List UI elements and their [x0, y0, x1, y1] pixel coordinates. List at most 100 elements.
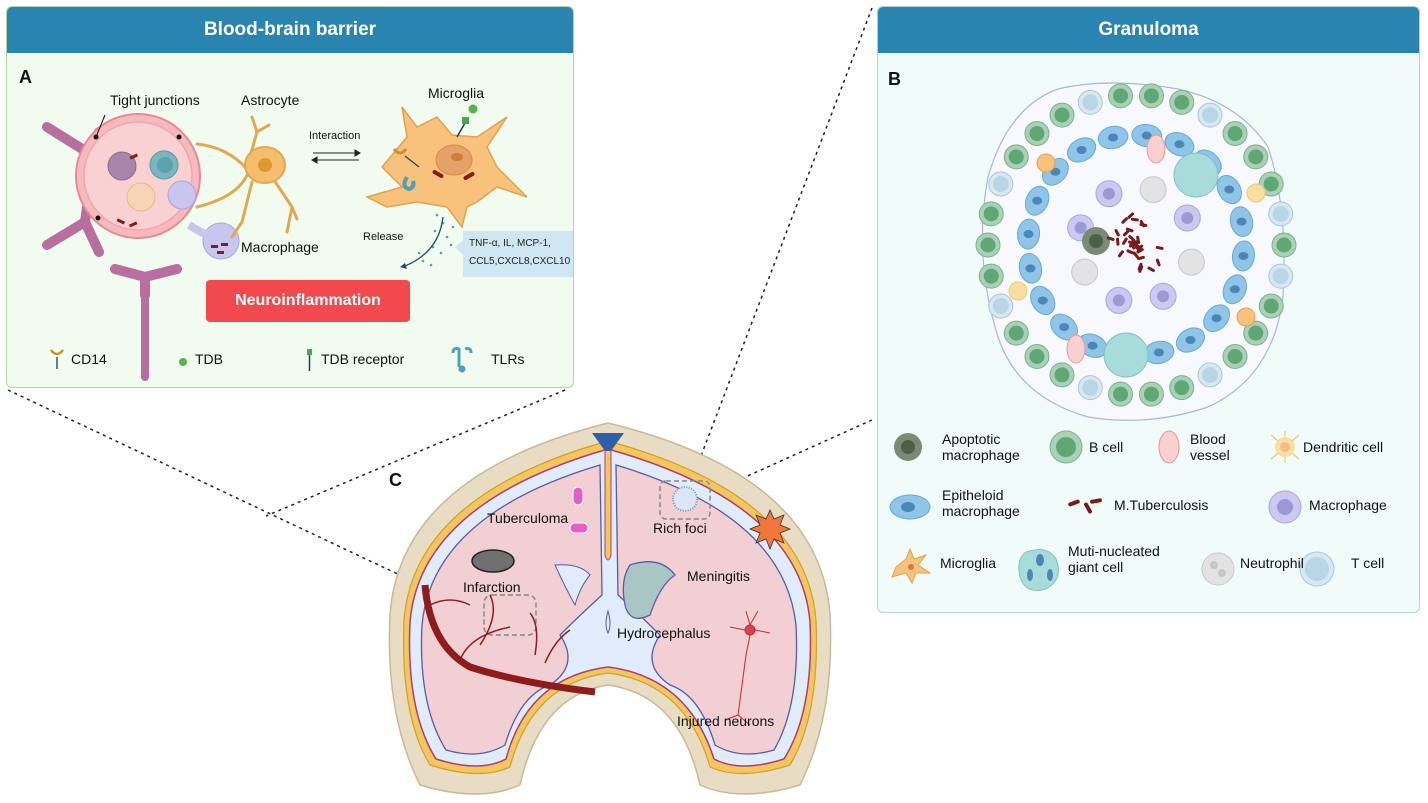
b-cell-nucleus — [1228, 349, 1243, 364]
neutrophil — [1140, 177, 1166, 203]
label-astrocyte: Astrocyte — [241, 92, 299, 108]
label-interaction: Interaction — [309, 130, 360, 143]
label-injured-neurons: Injured neurons — [677, 713, 774, 729]
dendritic-cell — [1009, 282, 1027, 300]
legend-macrophage: Macrophage — [1309, 497, 1387, 513]
b-cell-nucleus — [984, 269, 999, 284]
t-cell-nucleus — [1202, 107, 1218, 123]
falx-cerebri — [605, 451, 611, 560]
microglia — [1037, 154, 1055, 172]
t-cell-nucleus — [1273, 268, 1289, 284]
release-arrow — [405, 217, 443, 266]
tdb-receptor-on-microglia — [462, 117, 469, 124]
b-cell-nucleus — [1174, 380, 1189, 395]
b-cell-nucleus — [1009, 326, 1024, 341]
blood-vessel-icon — [1159, 431, 1179, 463]
neuroinflammation-badge: Neuroinflammation — [206, 280, 410, 322]
b-cell-nucleus — [1113, 88, 1128, 103]
b-cell-nucleus — [1055, 367, 1070, 382]
epitheloid-nucleus — [1230, 285, 1240, 293]
t-cell-nucleus — [1082, 380, 1098, 396]
connector-a-left — [8, 390, 404, 577]
label-rich-foci: Rich foci — [653, 520, 707, 536]
epitheloid-nucleus — [1212, 314, 1222, 322]
neutrophil-icon — [1202, 553, 1234, 585]
epitheloid-nucleus — [1185, 336, 1195, 344]
epitheloid-nucleus — [1108, 134, 1118, 142]
legend-t-cell: T cell — [1351, 555, 1384, 571]
legend-tdb-receptor-label: TDB receptor — [321, 351, 404, 367]
epitheloid-nucleus — [1154, 348, 1164, 356]
t-cell-nucleus — [993, 176, 1009, 192]
label-hydrocephalus: Hydrocephalus — [617, 625, 710, 641]
b-cell-nucleus — [1248, 326, 1263, 341]
m-tuberculosis — [1131, 240, 1134, 248]
tlrs-legend-icon — [453, 349, 471, 372]
epitheloid-nucleus — [1224, 186, 1234, 194]
b-cell-nucleus — [1228, 126, 1243, 141]
epitheloid-nucleus — [1025, 264, 1035, 272]
b-cell-nucleus — [1113, 387, 1128, 402]
granuloma-illustration — [878, 7, 1420, 613]
b-cell-nucleus — [984, 206, 999, 221]
panel-blood-brain-barrier: Blood-brain barrier A — [6, 6, 574, 388]
t-cell-nucleus — [993, 298, 1009, 314]
meningitis-lesion — [750, 510, 790, 549]
legend-dendritic-cell: Dendritic cell — [1303, 439, 1383, 455]
blood-vessel — [1147, 135, 1165, 163]
tdb-on-microglia — [469, 105, 478, 114]
microglia-legend-icon — [892, 549, 930, 583]
apoptotic-nucleus — [1089, 234, 1103, 248]
panel-c-letter: C — [389, 470, 402, 491]
b-cell-nucleus — [1029, 349, 1044, 364]
epitheloid-nucleus — [1077, 146, 1087, 154]
epitheloid-nucleus — [1238, 252, 1248, 260]
microglia — [1237, 308, 1255, 326]
b-cell-nucleus — [981, 238, 996, 253]
macrophage-nucleus — [1075, 222, 1087, 234]
legend-blood-vessel: Bloodvessel — [1190, 431, 1230, 463]
tight-junction-dot — [96, 216, 101, 221]
giant-cell-legend-icon — [1019, 550, 1059, 591]
blood-vessel — [1067, 335, 1085, 363]
macrophage-nucleus — [1113, 294, 1125, 306]
giant-cell — [1174, 153, 1218, 197]
b-cell-nucleus — [1264, 176, 1279, 191]
epitheloid-nucleus — [1237, 218, 1247, 226]
b-cell-nucleus — [1174, 95, 1189, 110]
interaction-arrows — [312, 150, 360, 163]
b-cell-nucleus — [1264, 299, 1279, 314]
legend-tdb-label: TDB — [195, 351, 223, 367]
label-tuberculoma: Tuberculoma — [487, 510, 568, 526]
cytokine-line-2: CCL5,CXCL8,CXCL10 — [469, 253, 569, 271]
b-cell-nucleus — [1144, 387, 1159, 402]
legend-m-tuberculosis: M.Tuberculosis — [1114, 497, 1208, 513]
epitheloid-nucleus — [1024, 230, 1034, 238]
t-cell-nucleus — [1273, 206, 1289, 222]
tight-junction-dot — [177, 135, 182, 140]
legend-neutrophil: Neutrophil — [1240, 555, 1304, 571]
legend-tlrs-label: TLRs — [491, 351, 524, 367]
legend-giant-cell: Muti-nucleatedgiant cell — [1068, 543, 1160, 575]
astrocyte-cell — [197, 117, 297, 237]
t-cell-nucleus — [1082, 94, 1098, 110]
label-release: Release — [363, 231, 403, 244]
macrophage-nucleus — [1103, 188, 1115, 200]
epitheloid-nucleus — [1059, 323, 1069, 331]
macrophage-nucleus — [1181, 212, 1193, 224]
b-cell-nucleus — [1009, 149, 1024, 164]
macrophage-in-vessel — [168, 181, 196, 209]
neutrophil — [1072, 259, 1098, 285]
legend-cd14-label: CD14 — [71, 351, 107, 367]
bbb-illustration — [7, 7, 574, 388]
b-cell-nucleus — [1029, 126, 1044, 141]
epitheloid-nucleus — [1174, 140, 1184, 148]
b-cell-nucleus — [1055, 108, 1070, 123]
legend-b-cell: B cell — [1089, 439, 1123, 455]
rich-foci — [673, 487, 697, 511]
label-macrophage: Macrophage — [241, 239, 319, 255]
dendritic-cell — [1247, 184, 1265, 202]
epitheloid-nucleus — [1032, 197, 1042, 205]
macrophage-nucleus — [1157, 290, 1169, 302]
epitheloid-nucleus — [1038, 296, 1048, 304]
